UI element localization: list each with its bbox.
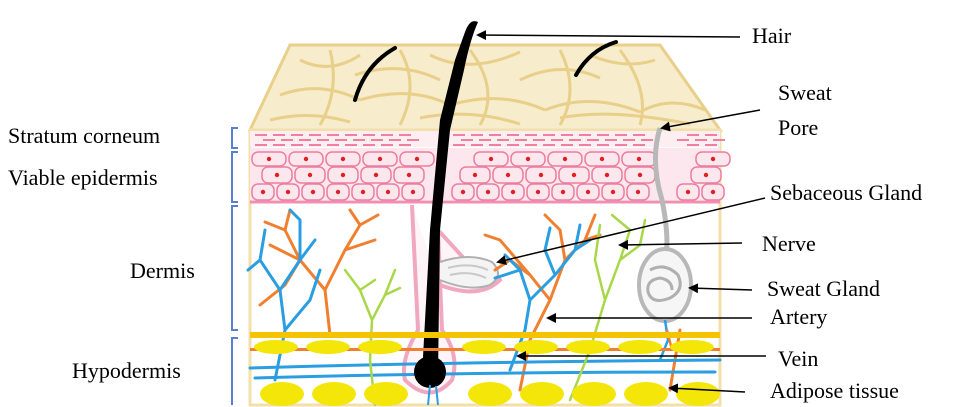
- label-adipose-tissue: Adipose tissue: [770, 378, 899, 403]
- label-vein: Vein: [778, 346, 818, 371]
- fat-cell: [364, 382, 408, 406]
- bracket-dermis: [232, 206, 238, 330]
- fat-cell: [572, 382, 616, 406]
- fat-cell: [462, 340, 506, 354]
- skin-surface: [250, 45, 720, 130]
- fat-cell: [312, 382, 356, 406]
- bracket-hypodermis: [232, 338, 238, 405]
- bracket-stratum-corneum: [232, 128, 238, 148]
- label-artery: Artery: [770, 304, 827, 329]
- bracket-viable-epidermis: [232, 152, 238, 202]
- fat-cell: [676, 382, 720, 406]
- sebaceous-gland: [440, 257, 498, 288]
- arrow-hair: [478, 35, 740, 37]
- fat-cell: [306, 340, 350, 354]
- fat-cell: [468, 382, 512, 406]
- stratum-corneum-layer: [250, 131, 725, 147]
- fat-cell: [618, 340, 662, 354]
- fat-cell: [254, 340, 298, 354]
- label-sebaceous-gland: Sebaceous Gland: [770, 180, 922, 205]
- label-sweat-pore-line1: Sweat: [778, 80, 832, 105]
- fat-cell: [260, 382, 304, 406]
- label-sweat-pore-line2: Pore: [778, 115, 818, 140]
- label-hypodermis: Hypodermis: [72, 358, 181, 383]
- label-dermis: Dermis: [130, 258, 195, 283]
- layer-brackets: [232, 128, 238, 405]
- fat-cell: [566, 340, 610, 354]
- fat-cell: [624, 382, 668, 406]
- label-sweat-gland: Sweat Gland: [767, 276, 880, 301]
- label-viable-epidermis: Viable epidermis: [8, 165, 158, 190]
- fat-cell: [520, 382, 564, 406]
- label-hair: Hair: [752, 23, 792, 48]
- fat-cell: [514, 340, 558, 354]
- fat-cell: [358, 340, 402, 354]
- label-stratum-corneum: Stratum corneum: [8, 123, 160, 148]
- label-nerve: Nerve: [762, 231, 816, 256]
- fat-cell: [670, 340, 714, 354]
